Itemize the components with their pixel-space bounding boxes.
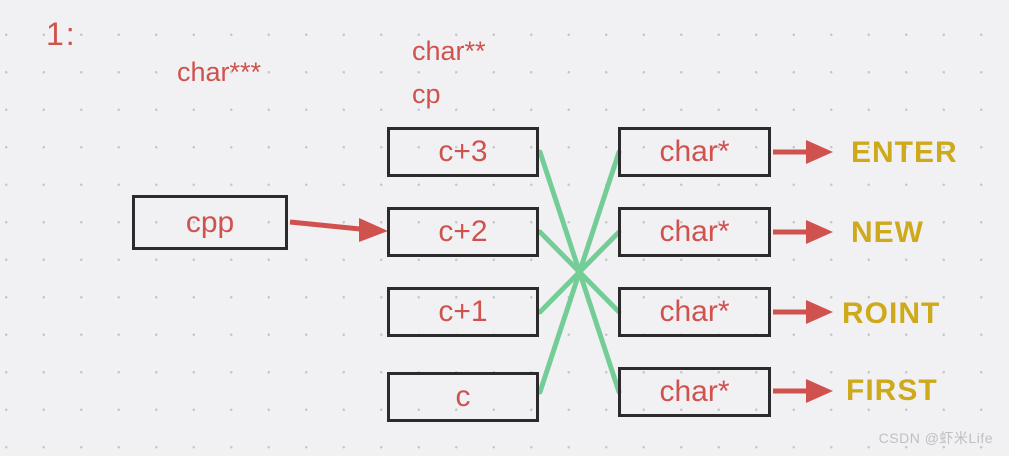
box-c-plus-2: c+2 xyxy=(387,207,539,257)
arrow-char2-to-new-head xyxy=(806,220,833,244)
box-cpp-label: cpp xyxy=(185,205,235,239)
index-label: 1: xyxy=(46,16,77,52)
green-line-c2-to-char3 xyxy=(537,229,622,315)
green-line-c1-to-char2 xyxy=(537,229,622,315)
watermark: CSDN @虾米Life xyxy=(878,430,993,446)
box-char-star-1-label: char* xyxy=(659,135,730,168)
box-char-star-2: char* xyxy=(618,207,771,257)
box-c: c xyxy=(387,372,539,422)
box-cpp: cpp xyxy=(132,195,288,250)
box-c-plus-1: c+1 xyxy=(387,287,539,337)
box-c-plus-2-label: c+2 xyxy=(438,215,488,248)
char-double-pointer-label: char** xyxy=(412,36,486,66)
label-first: FIRST xyxy=(846,374,938,407)
box-char-star-1: char* xyxy=(618,127,771,177)
arrow-char3-to-roint-head xyxy=(806,300,833,324)
label-roint: ROINT xyxy=(842,297,941,330)
box-char-star-3-label: char* xyxy=(659,295,730,328)
arrow-cpp-to-c2-head xyxy=(359,218,388,242)
green-edges xyxy=(537,149,622,395)
green-line-c3-to-char4 xyxy=(537,149,622,395)
char-triple-pointer-label: char*** xyxy=(177,57,262,87)
label-enter: ENTER xyxy=(851,136,958,169)
cp-variable-label: cp xyxy=(412,79,441,109)
box-c-plus-3-label: c+3 xyxy=(438,135,488,168)
green-line-c-to-char1 xyxy=(537,149,622,395)
box-char-star-4-label: char* xyxy=(659,375,730,408)
box-c-plus-1-label: c+1 xyxy=(438,295,488,328)
label-new: NEW xyxy=(851,216,924,249)
arrow-char4-to-first-head xyxy=(806,379,833,403)
box-char-star-4: char* xyxy=(618,367,771,417)
box-char-star-3: char* xyxy=(618,287,771,337)
box-char-star-2-label: char* xyxy=(659,215,730,248)
box-c-plus-3: c+3 xyxy=(387,127,539,177)
red-edges xyxy=(289,140,833,403)
arrow-char1-to-enter-head xyxy=(806,140,833,164)
arrow-cpp-to-c2-line xyxy=(289,219,361,232)
box-c-label: c xyxy=(455,380,471,413)
